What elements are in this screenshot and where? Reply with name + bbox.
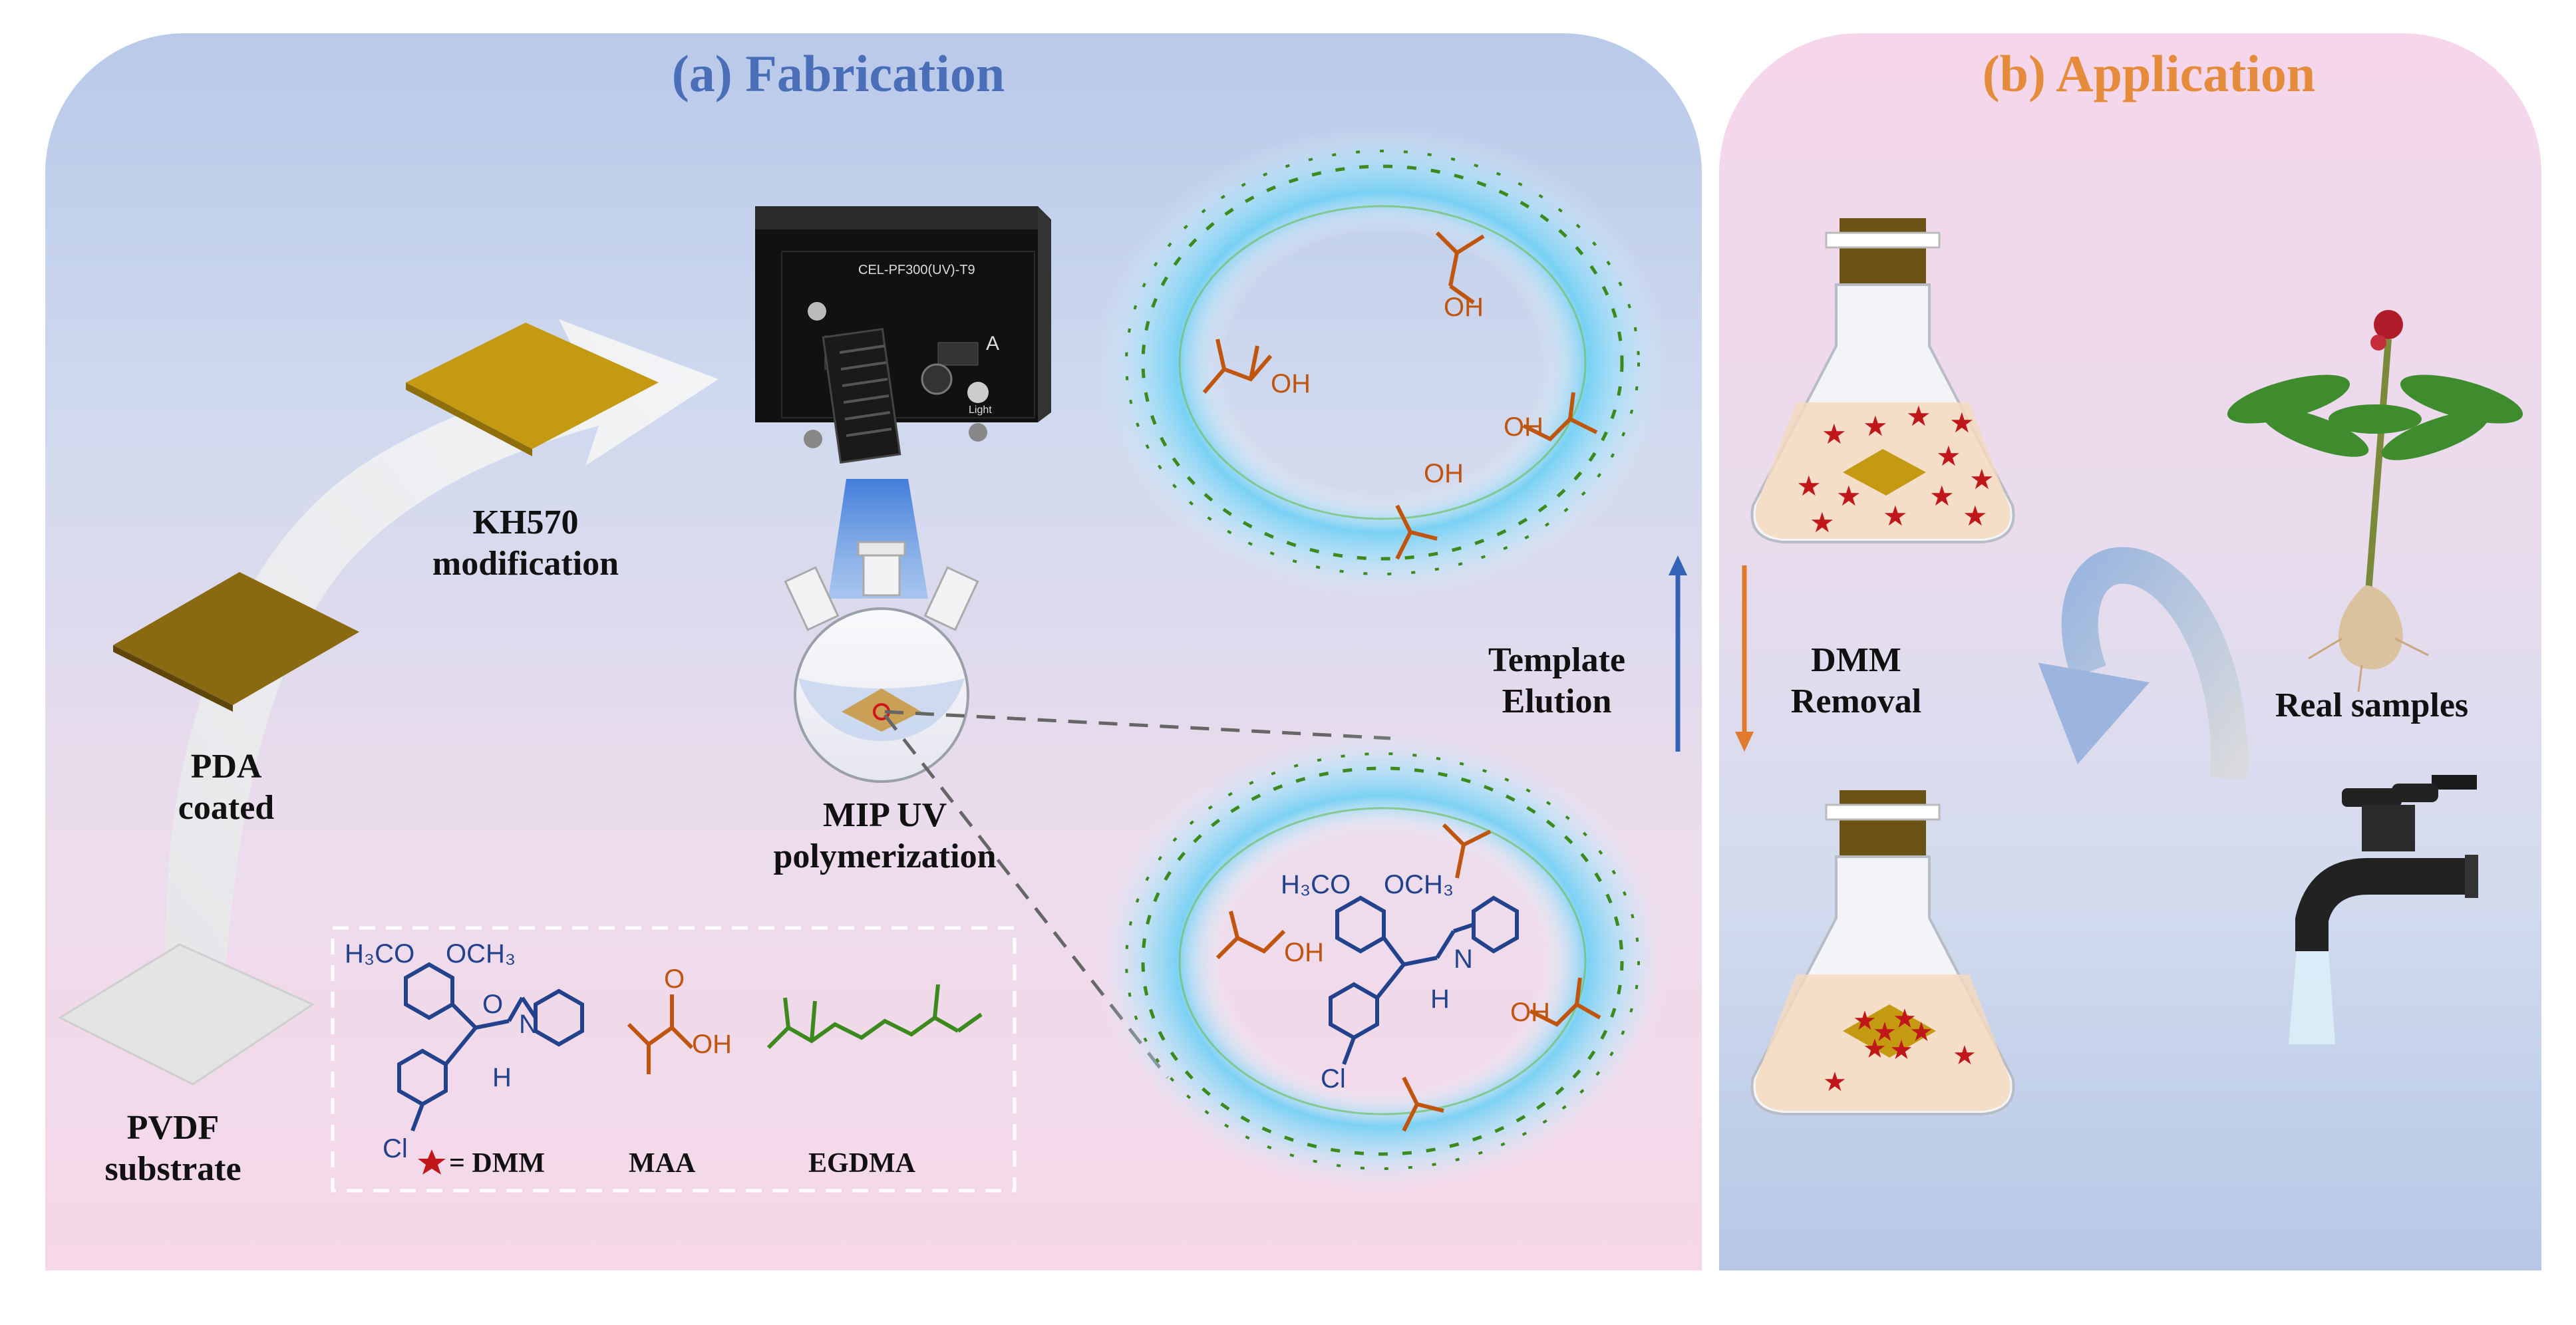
device-knob-text: Light — [969, 404, 992, 416]
star-icon — [418, 1149, 446, 1175]
legend-dmm-structure — [397, 962, 584, 1132]
legend-dmm-label: = DMM — [449, 1148, 546, 1179]
pvdf-substrate — [57, 943, 315, 1086]
svg-text:★: ★ — [1909, 1017, 1933, 1047]
legend-maa-oh: OH — [692, 1030, 732, 1059]
legend-egdma-structure — [766, 984, 983, 1050]
legend-och3: OCH₃ — [446, 939, 516, 968]
svg-text:★: ★ — [1822, 420, 1847, 450]
cavity-oh: OH — [1271, 369, 1311, 398]
uv-beam — [828, 479, 928, 599]
legend-box — [331, 926, 1017, 1193]
device-unit-text: A — [986, 333, 1000, 355]
legend-maa-structure — [627, 994, 694, 1074]
svg-text:★: ★ — [1796, 472, 1822, 502]
svg-text:★: ★ — [1936, 442, 1961, 472]
cavity-oh: OH — [1504, 412, 1543, 442]
cavity-oh: OH — [1444, 293, 1484, 322]
legend-egdma-label: EGDMA — [808, 1148, 915, 1179]
legend-h: H — [492, 1063, 512, 1092]
kh570-film — [406, 323, 659, 456]
flask-before-removal — [1750, 218, 2015, 543]
dmm-stars: ★★ ★★ ★★ ★★ ★★ ★★ ★★ ★★ ★★ ★★ — [1796, 402, 1995, 1097]
svg-text:★: ★ — [1893, 1004, 1917, 1034]
legend-o: O — [482, 990, 504, 1019]
application-title: (b) Application — [1982, 45, 2316, 102]
elution-arrow — [1669, 555, 1687, 752]
cavity-oh: OH — [1284, 938, 1324, 967]
cavity-h3co: H₃CO — [1281, 870, 1351, 899]
cavity-oh: OH — [1510, 998, 1550, 1027]
fabrication-title: (a) Fabrication — [671, 45, 1005, 102]
removal-arrow — [1735, 565, 1754, 752]
svg-text:★: ★ — [1969, 465, 1995, 496]
empty-cavity — [1096, 126, 1669, 599]
cavity-och3: OCH₃ — [1384, 870, 1454, 899]
water-faucet-icon — [2289, 775, 2478, 1044]
svg-text:★: ★ — [1929, 482, 1955, 512]
svg-text:★: ★ — [1863, 412, 1888, 442]
maa-molecule — [1202, 231, 1601, 1132]
real-samples-label: Real samples — [2275, 686, 2469, 724]
svg-text:★: ★ — [1889, 1035, 1913, 1065]
three-neck-flask — [784, 541, 979, 783]
pda-film — [113, 572, 359, 712]
legend-maa-o: O — [664, 964, 685, 994]
svg-text:★: ★ — [1963, 502, 1988, 532]
flask-after-removal — [1750, 790, 2015, 1115]
dmm-molecule — [1329, 895, 1519, 1066]
legend-maa-label: MAA — [629, 1148, 696, 1179]
device-model-text: CEL-PF300(UV)-T9 — [858, 263, 975, 277]
svg-text:★: ★ — [1906, 402, 1931, 432]
svg-text:★: ★ — [1873, 1017, 1897, 1047]
cavity-h: H — [1430, 984, 1450, 1014]
filled-cavity — [1096, 732, 1669, 1191]
svg-text:★: ★ — [1853, 1006, 1877, 1036]
cycle-arrow — [2038, 547, 2248, 780]
svg-text:★: ★ — [1810, 508, 1835, 539]
cavity-oh: OH — [1424, 459, 1464, 488]
zoom-line — [884, 710, 1391, 740]
svg-text:★: ★ — [1836, 482, 1861, 512]
svg-text:★: ★ — [1883, 502, 1908, 532]
svg-text:★: ★ — [1863, 1034, 1887, 1064]
legend-h3co: H₃CO — [345, 939, 415, 968]
svg-text:★: ★ — [1823, 1067, 1847, 1097]
uv-lamp — [755, 206, 1051, 464]
svg-text:★: ★ — [1953, 1040, 1977, 1070]
legend-n: N — [519, 1010, 538, 1039]
cavity-n: N — [1454, 945, 1473, 974]
svg-text:★: ★ — [1949, 408, 1975, 439]
legend-cl: Cl — [383, 1134, 408, 1163]
ginseng-plant-icon — [2227, 310, 2523, 692]
cavity-cl: Cl — [1321, 1064, 1346, 1094]
